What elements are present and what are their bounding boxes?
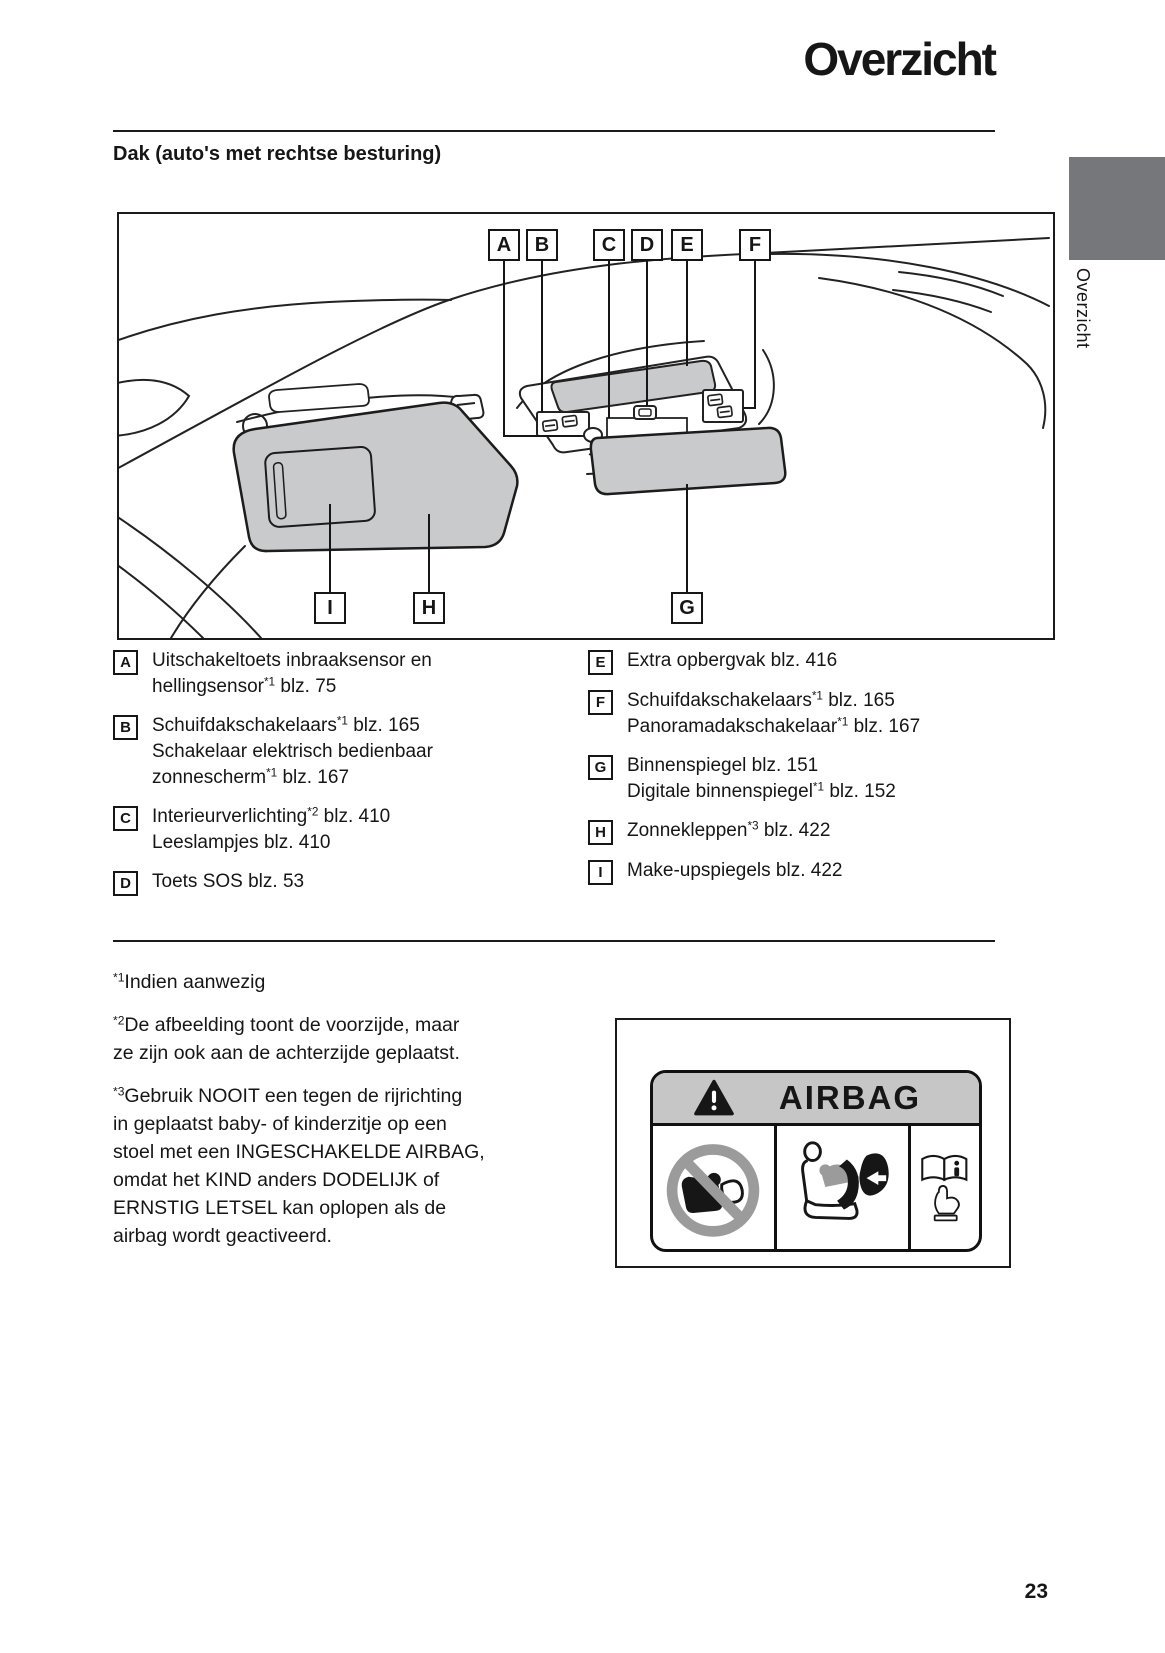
chapter-tab-label: Overzicht	[1073, 268, 1093, 349]
sunroof-switches-left	[536, 411, 590, 437]
callout-lines	[329, 261, 756, 592]
sun-visor	[232, 401, 519, 553]
pictogram-cell-1	[653, 1126, 777, 1249]
legend-key-g: G	[588, 755, 613, 780]
roof-storage-slot	[268, 383, 370, 413]
airbag-label-title: AIRBAG	[778, 1079, 922, 1116]
airbag-deployment-icon	[801, 1140, 889, 1220]
legend-key-b: B	[113, 715, 138, 740]
chapter-tab-marker	[1069, 157, 1165, 260]
legend-item-d: D Toets SOS blz. 53	[113, 869, 583, 896]
callout-box-g: G	[671, 592, 703, 624]
vanity-mirror-lamp-strip	[272, 462, 287, 520]
callout-box-f: F	[739, 229, 771, 261]
rearview-mirror	[589, 426, 787, 496]
callout-box-h: H	[413, 592, 445, 624]
airbag-warning-figure: AIRBAG	[615, 1018, 1011, 1268]
legend-item-e: E Extra opbergvak blz. 416	[588, 648, 1008, 675]
footnotes: *1Indien aanwezig *2De afbeelding toont d…	[113, 968, 593, 1265]
vanity-mirror	[264, 445, 376, 528]
legend-key-c: C	[113, 806, 138, 831]
callout-box-i: I	[314, 592, 346, 624]
callout-box-a: A	[488, 229, 520, 261]
footnote-1: *1Indien aanwezig	[113, 970, 266, 993]
pictogram-cell-2	[777, 1126, 911, 1249]
legend-key-d: D	[113, 871, 138, 896]
warning-triangle-icon	[694, 1079, 734, 1116]
sos-button	[633, 405, 657, 420]
section-divider	[113, 940, 995, 942]
callout-box-b: B	[526, 229, 558, 261]
read-manual-icon	[920, 1154, 968, 1221]
legend-key-h: H	[588, 820, 613, 845]
legend-text: Toets SOS blz. 53	[152, 871, 305, 892]
legend-item-h: H Zonnekleppen*3 blz. 422	[588, 818, 1008, 845]
callout-box-e: E	[671, 229, 703, 261]
no-rear-facing-child-seat-icon	[667, 1143, 760, 1237]
pictogram-cell-3	[911, 1126, 979, 1249]
section-heading: Dak (auto's met rechtse besturing)	[113, 143, 442, 165]
callout-line-a	[503, 261, 581, 437]
page-title: Overzicht	[803, 33, 997, 85]
legend-key-f: F	[588, 690, 613, 715]
airbag-label-header: AIRBAG	[653, 1073, 979, 1126]
callout-line-f	[743, 261, 756, 409]
legend-text: Zonnekleppen*3 blz. 422	[627, 819, 831, 841]
legend-key-a: A	[113, 650, 138, 675]
sunroof-switches-right	[702, 389, 744, 423]
page-number: 23	[1024, 1580, 1048, 1603]
callout-box-c: C	[593, 229, 625, 261]
legend-text: Extra opbergvak blz. 416	[627, 650, 838, 671]
legend-text: Make-upspiegels blz. 422	[627, 860, 843, 881]
airbag-warning-label: AIRBAG	[650, 1070, 982, 1252]
callout-box-d: D	[631, 229, 663, 261]
legend-key-i: I	[588, 860, 613, 885]
airbag-label-pictograms	[653, 1126, 979, 1249]
footnote-2: *2De afbeelding toont de voorzijde, maar…	[113, 1013, 460, 1064]
footnote-3: *3Gebruik NOOIT een tegen de rijrichting…	[113, 1084, 485, 1247]
header-divider	[113, 130, 995, 132]
roof-diagram: A B C D E F I H G	[117, 212, 1055, 640]
roof-diagram-art	[119, 237, 1050, 638]
legend-item-i: I Make-upspiegels blz. 422	[588, 858, 1008, 885]
legend-key-e: E	[588, 650, 613, 675]
